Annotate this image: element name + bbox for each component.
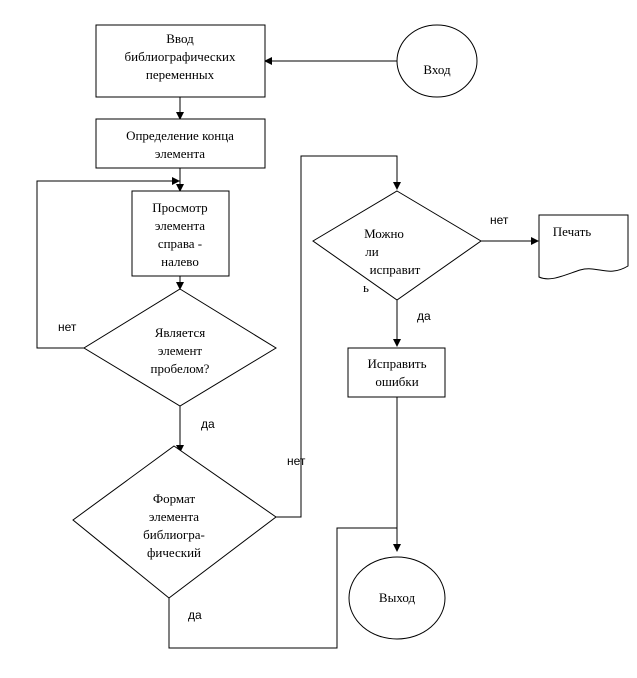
scan-label-line-3: справа - [158,236,202,251]
format-label-line-1: Формат [153,491,196,506]
fix-errors-process-box: Исправить ошибки [347,347,446,398]
scan-label-line-1: Просмотр [152,200,207,215]
input-process-box: Ввод библиографических переменных [95,24,266,98]
fix-errors-label-line-1: Исправить [367,356,426,371]
can-fix-decision: Можно ли исправит ь [312,190,482,301]
print-document: Печать [538,214,629,280]
format-yes-label: да [188,608,202,622]
can-fix-label-line-3: исправит [370,262,421,277]
is-space-label-line-1: Является [155,325,205,340]
is-space-no-label: нет [58,320,77,334]
can-fix-label-line-1: Можно [364,226,404,241]
is-space-label-line-3: пробелом? [151,361,210,376]
input-label-line-2: библиографических [125,49,236,64]
edge-isspace-no-loop [36,180,180,349]
can-fix-yes-label: да [417,309,431,323]
define-end-process-box: Определение конца элемента [95,118,266,169]
is-space-decision: Является элемент пробелом? [83,288,277,407]
can-fix-no-label: нет [490,213,509,227]
exit-terminal: Выход [348,556,446,640]
define-end-label-line-1: Определение конца [126,128,234,143]
edge-format-no-to-canfix [276,155,401,518]
exit-label: Выход [379,590,416,605]
is-space-yes-label: да [201,417,215,431]
format-label-line-2: элемента [149,509,199,524]
input-label-line-1: Ввод [166,31,194,46]
format-label-line-4: фический [147,545,201,560]
scan-label-line-2: элемента [155,218,205,233]
start-terminal: Вход [396,24,478,98]
input-label-line-3: переменных [146,67,215,82]
start-label: Вход [423,62,451,77]
is-space-label-line-2: элемент [158,343,203,358]
format-no-label: нет [287,454,306,468]
format-check-decision: Формат элемента библиогра- фический [72,445,277,599]
define-end-label-line-2: элемента [155,146,205,161]
print-label: Печать [553,224,591,239]
scan-process-box: Просмотр элемента справа - налево [131,190,230,277]
format-label-line-3: библиогра- [143,527,205,542]
can-fix-label-line-2: ли [365,244,378,259]
can-fix-label-line-4: ь [363,280,369,295]
scan-label-line-4: налево [161,254,199,269]
fix-errors-label-line-2: ошибки [375,374,418,389]
connectors [36,57,539,649]
